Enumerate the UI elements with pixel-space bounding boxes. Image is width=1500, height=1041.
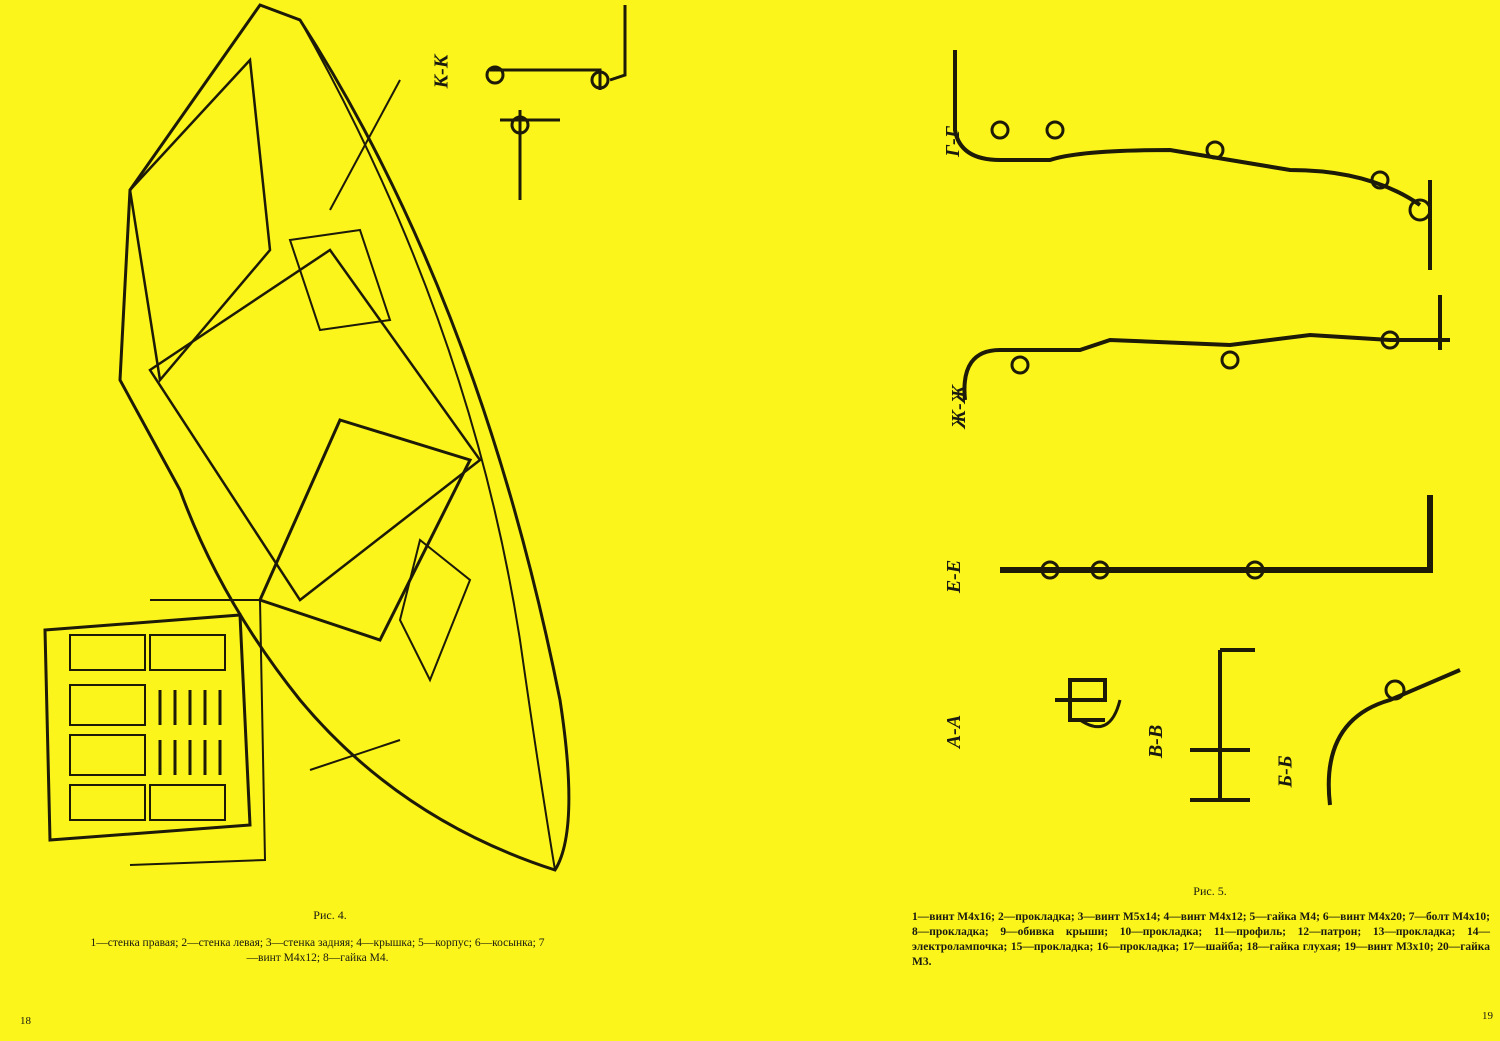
section-label: Ж-Ж bbox=[948, 384, 971, 429]
figure-5-drawing bbox=[953, 50, 1461, 806]
page-number: 19 bbox=[1482, 1010, 1493, 1022]
figure-title: Рис. 5. bbox=[1193, 884, 1227, 898]
section-label: Е-Е bbox=[943, 559, 966, 594]
section-label: К-К bbox=[430, 54, 453, 89]
right-page: Г-Г Ж-Ж Е-Е А-А В-В Б-Б Рис. 5. 1—винт М… bbox=[750, 0, 1500, 1041]
left-page: К-К Рис. 4. 1—стенка правая; 2—стенка ле… bbox=[20, 3, 627, 1027]
figure-legend: 1—винт М4х16; 2—прокладка; 3—винт М5х14;… bbox=[912, 911, 1490, 968]
figure-4-drawing bbox=[43, 3, 627, 872]
figure-title: Рис. 4. bbox=[313, 908, 347, 922]
section-label: А-А bbox=[943, 714, 966, 749]
figure-legend: 1—стенка правая; 2—стенка левая; 3—стенк… bbox=[90, 937, 545, 964]
section-label: Г-Г bbox=[941, 126, 964, 157]
section-label: В-В bbox=[1145, 724, 1168, 759]
section-label: Б-Б bbox=[1274, 755, 1297, 788]
page-number: 18 bbox=[20, 1015, 31, 1027]
